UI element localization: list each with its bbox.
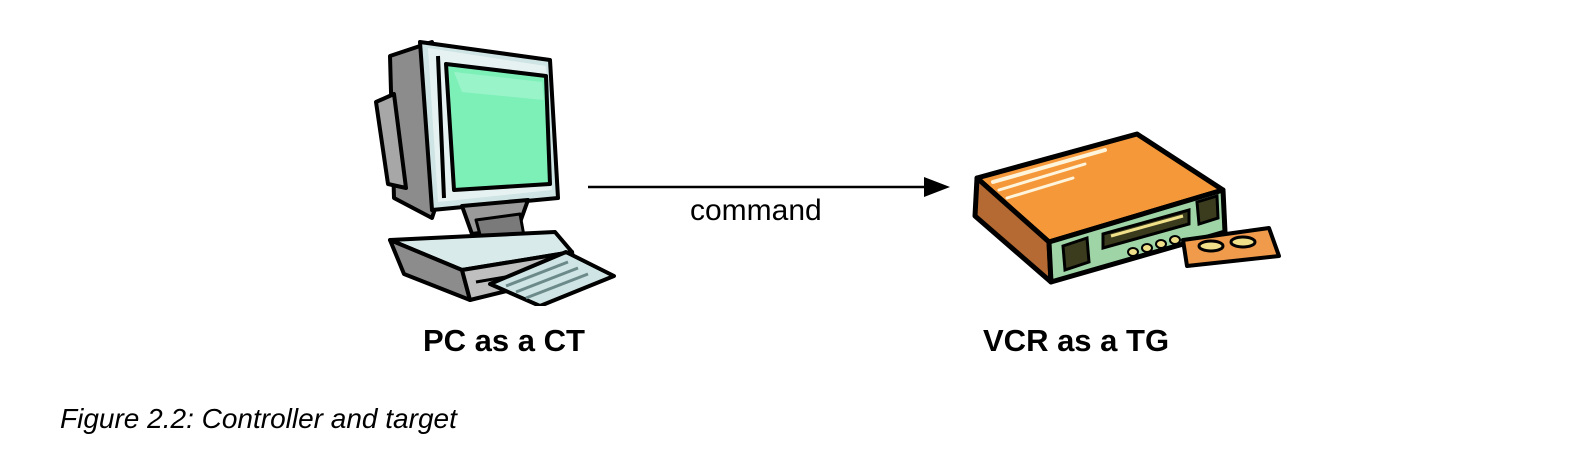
- arrow-icon: [588, 177, 950, 197]
- figure-caption: Figure 2.2: Controller and target: [60, 403, 457, 434]
- pc-label: PC as a CT: [423, 323, 585, 358]
- command-arrow: [588, 170, 953, 204]
- command-label: command: [690, 194, 822, 227]
- computer-icon: [374, 40, 616, 306]
- vcr-icon: [972, 131, 1281, 285]
- vcr-label: VCR as a TG: [983, 323, 1170, 358]
- pc-node: [370, 38, 620, 306]
- vcr-node: [965, 128, 1285, 288]
